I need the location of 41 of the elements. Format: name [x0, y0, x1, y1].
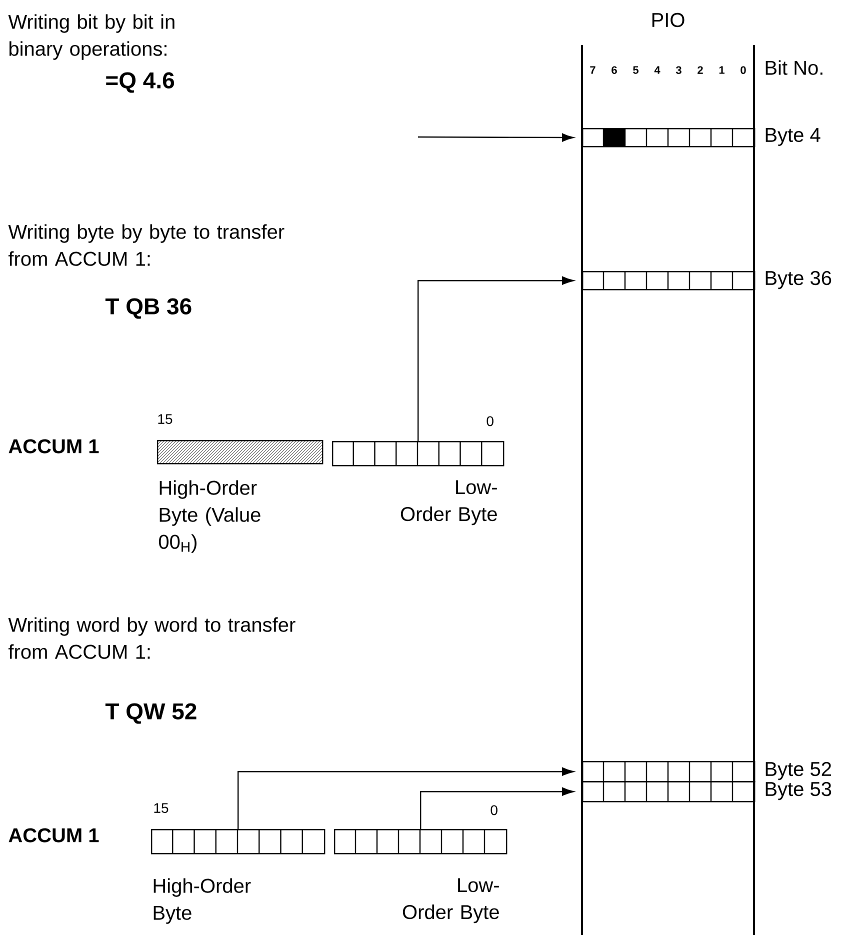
- arrow: [238, 767, 574, 829]
- register-byte: High-Order Byte (Value 00$_{H}$): [157, 440, 324, 553]
- register-label: ACCUM 1: [8, 828, 99, 842]
- bit-number: 15: [154, 803, 168, 813]
- byte-row: Byte 53: [582, 781, 832, 802]
- register-byte: Low-Order Byte: [332, 441, 504, 526]
- register-byte: Low-Order Byte: [334, 829, 508, 924]
- node-label: High-Order Byte (Value 00$_{H}$): [158, 480, 260, 553]
- arrow: [418, 276, 574, 441]
- bit-number: 0: [740, 66, 746, 74]
- node-label: Low-Order Byte: [402, 878, 499, 924]
- instruction-text: Writing bit by bit in binary operations:: [8, 14, 174, 60]
- bit-number: 0: [490, 805, 498, 816]
- bit-number: 5: [633, 66, 638, 74]
- instruction-code: =Q 4.6: [106, 72, 174, 93]
- bit-number: 7: [590, 66, 596, 74]
- node-label: Byte 53: [766, 782, 832, 800]
- instruction-code: T QB 36: [105, 298, 192, 319]
- node-label: Byte 52: [766, 762, 831, 780]
- bit-number: 3: [676, 66, 682, 74]
- node-label: Byte 36: [766, 270, 832, 290]
- bit-number: 15: [158, 414, 172, 424]
- arrow: [418, 133, 574, 142]
- node-label: High-Order Byte: [154, 878, 251, 924]
- bit-no-label: Bit No.: [766, 60, 822, 75]
- instruction-text: Writing byte by byte to transfer from ACCUM 1:: [8, 224, 284, 266]
- register-byte: High-Order Byte: [151, 829, 326, 924]
- byte-row: Byte 4: [582, 128, 820, 148]
- register-label: ACCUM 1: [8, 439, 99, 454]
- bit-number: 0: [486, 416, 494, 426]
- node-label: Byte 4: [766, 128, 820, 146]
- byte-row: Byte 36: [582, 270, 832, 290]
- byte-row: Byte 52: [582, 761, 831, 782]
- bit-number: 1: [719, 66, 724, 74]
- bit-number: 2: [698, 66, 703, 74]
- bit-number: 4: [654, 66, 660, 74]
- bit-number: 6: [612, 66, 617, 74]
- instruction-text: Writing word by word to transfer from ACCUM 1:: [8, 617, 296, 659]
- instruction-code: T QW 52: [105, 703, 196, 724]
- arrow: [420, 787, 574, 829]
- node-label: Low-Order Byte: [400, 480, 497, 526]
